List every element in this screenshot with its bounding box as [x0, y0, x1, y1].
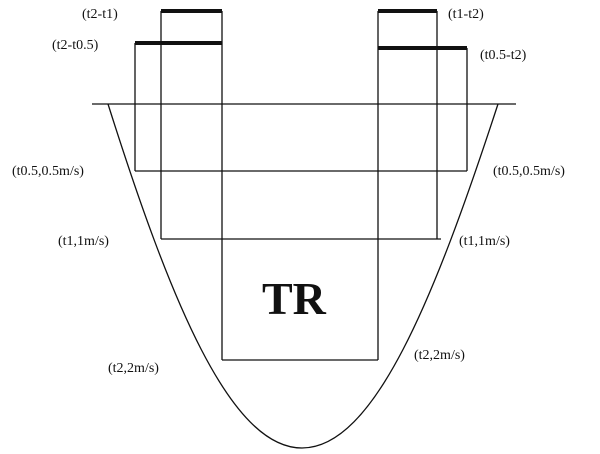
label-t2-t1: (t2-t1) — [82, 7, 118, 22]
label-right-t05: (t0.5,0.5m/s) — [493, 164, 565, 179]
label-right-t2: (t2,2m/s) — [414, 348, 465, 363]
label-right-t1: (t1,1m/s) — [459, 234, 510, 249]
u-curve — [107, 103, 499, 449]
label-t1-t2: (t1-t2) — [448, 7, 484, 22]
label-t05-t2: (t0.5-t2) — [480, 48, 527, 63]
label-left-t1: (t1,1m/s) — [58, 234, 109, 249]
center-label-tr: TR — [262, 273, 327, 324]
label-t2-t05: (t2-t0.5) — [52, 38, 99, 53]
label-left-t2: (t2,2m/s) — [108, 361, 159, 376]
label-left-t05: (t0.5,0.5m/s) — [12, 164, 84, 179]
